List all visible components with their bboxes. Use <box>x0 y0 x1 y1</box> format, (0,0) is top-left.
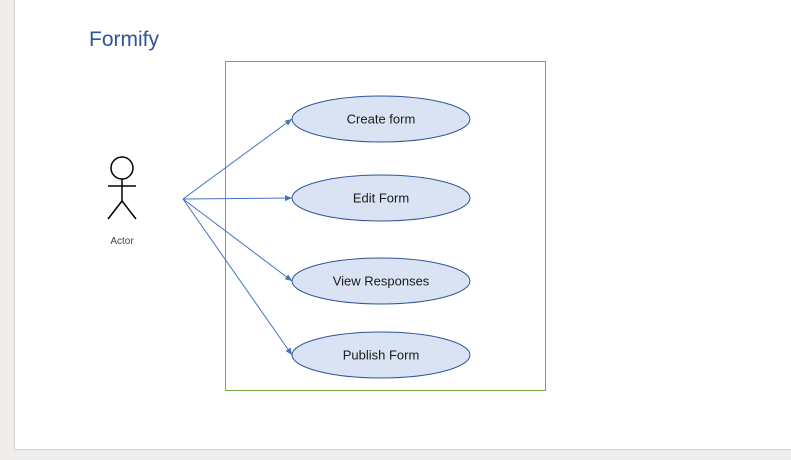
use-case-label: View Responses <box>333 274 430 289</box>
use-case-ellipse <box>291 174 471 222</box>
use-cases: Create form Edit Form View Responses Pub… <box>291 95 471 379</box>
association-edit-form[interactable] <box>182 195 293 202</box>
association-view-responses[interactable] <box>182 198 293 282</box>
actor-right-leg <box>121 200 137 220</box>
use-case-label: Edit Form <box>353 191 409 206</box>
associations <box>182 118 293 356</box>
use-case-ellipse <box>291 257 471 305</box>
use-case-publish-form[interactable]: Publish Form <box>291 331 471 379</box>
actor-head <box>110 156 134 180</box>
association-create-form[interactable] <box>182 118 293 200</box>
use-case-label: Publish Form <box>343 348 420 363</box>
actor[interactable]: Actor <box>107 156 137 247</box>
association-publish-form[interactable] <box>182 198 293 356</box>
actor-label: Actor <box>110 236 134 247</box>
actor-left-leg <box>107 200 123 220</box>
use-case-view-responses[interactable]: View Responses <box>291 257 471 305</box>
use-case-ellipse <box>291 95 471 143</box>
use-case-ellipse <box>291 331 471 379</box>
system-boundary[interactable] <box>225 61 546 391</box>
slide-title[interactable]: Formify <box>89 28 159 51</box>
use-case-label: Create form <box>347 112 416 127</box>
use-case-create-form[interactable]: Create form <box>291 95 471 143</box>
use-case-edit-form[interactable]: Edit Form <box>291 174 471 222</box>
